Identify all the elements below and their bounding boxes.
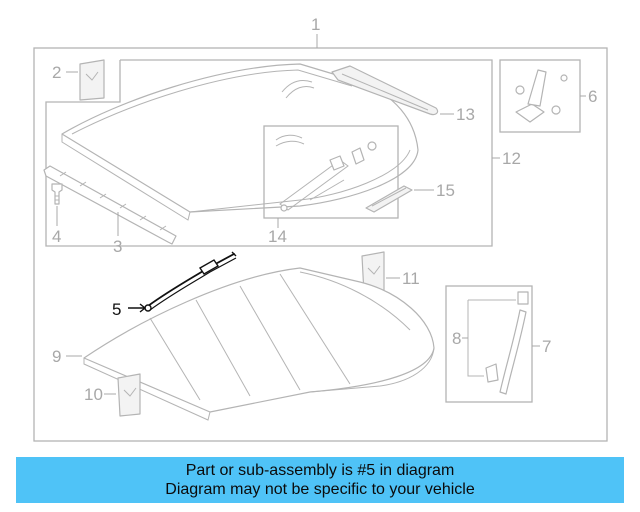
callout-13: 13 [456, 105, 475, 124]
part-9-soft-top [83, 267, 435, 421]
parts-diagram: 1 12 2 13 3 4 [33, 15, 608, 442]
banner-line-1: Part or sub-assembly is #5 in diagram [185, 462, 455, 479]
part-14-detail-parts [275, 134, 377, 212]
part-14-detail-box [263, 125, 399, 219]
part-2-pad [79, 59, 105, 101]
part-7-box [445, 285, 533, 403]
callout-10: 10 [84, 385, 103, 404]
callout-7: 7 [542, 337, 551, 356]
banner-line-2: Diagram may not be specific to your vehi… [165, 481, 475, 498]
part-6-bracket-parts [515, 69, 568, 123]
part-15-molding-strip [365, 185, 413, 213]
callout-4: 4 [52, 227, 61, 246]
info-banner: Part or sub-assembly is #5 in diagram Di… [16, 457, 624, 503]
callout-12: 12 [502, 149, 521, 168]
part-4-bolt [51, 183, 63, 205]
callout-2: 2 [52, 63, 61, 82]
callout-9: 9 [52, 347, 61, 366]
part-7-8-parts [467, 291, 529, 395]
hardtop-subassembly-box [45, 59, 493, 247]
callout-15: 15 [436, 181, 455, 200]
assembly-frame [33, 47, 608, 442]
callout-1: 1 [311, 15, 320, 34]
part-5-cable[interactable] [144, 251, 237, 312]
part-13-glass-strip [331, 65, 439, 116]
callout-14: 14 [268, 227, 287, 246]
callout-5: 5 [112, 300, 121, 319]
hardtop-shell [61, 63, 419, 221]
callout-5-arrow [128, 303, 147, 313]
callout-8: 8 [452, 329, 461, 348]
part-10-pad [117, 373, 141, 417]
callout-11: 11 [402, 269, 420, 288]
callout-6: 6 [588, 87, 597, 106]
callout-3: 3 [113, 237, 122, 256]
part-3-side-rail [43, 165, 177, 245]
